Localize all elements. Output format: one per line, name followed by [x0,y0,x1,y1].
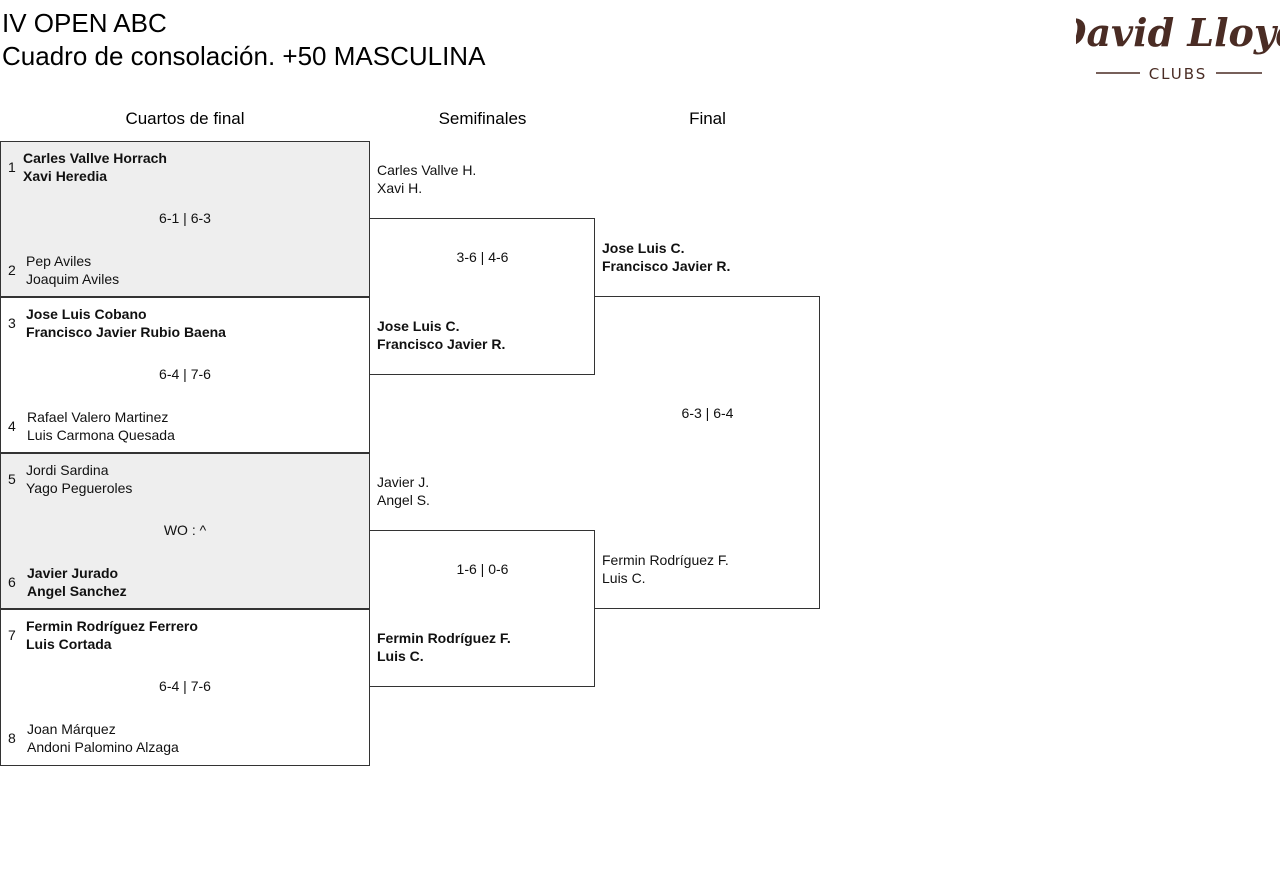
player-name: Francisco Javier Rubio Baena [26,324,226,340]
seed-number: 6 [8,574,16,590]
seed-number: 5 [8,471,16,487]
seed-number: 4 [8,418,16,434]
player-name: Francisco Javier R. [377,336,506,352]
team-top: Javier J. Angel S. [377,473,430,509]
match-score: 6-3 | 6-4 [681,405,734,421]
player-name: Luis Carmona Quesada [27,427,175,443]
match-score: WO : ^ [163,522,207,538]
round-header-quarterfinals: Cuartos de final [125,109,245,128]
player-name: Andoni Palomino Alzaga [27,739,179,755]
match-score: 6-1 | 6-3 [159,210,211,226]
player-name: Fermin Rodríguez Ferrero [26,618,198,634]
match-score: 3-6 | 4-6 [456,249,509,265]
player-name: Francisco Javier R. [602,258,731,274]
player-name: Jose Luis Cobano [26,306,147,322]
match-score: 1-6 | 0-6 [456,561,509,577]
quarterfinal-match [0,141,370,297]
team-bottom: Fermin Rodríguez F. Luis C. [377,629,511,665]
player-name: Yago Pegueroles [26,480,133,496]
svg-text:CLUBS: CLUBS [1149,65,1208,83]
player-name: Luis Cortada [26,636,112,652]
round-header-semifinals: Semifinales [438,109,527,128]
player-name: Javier J. [377,474,430,490]
final-connector [594,296,820,609]
team-bottom: Fermin Rodríguez F. Luis C. [602,551,729,587]
seed-number: 7 [8,627,16,643]
player-name: Carles Vallve H. [377,162,477,178]
player-name: Angel S. [377,492,430,508]
player-name: Jordi Sardina [26,462,109,478]
match-score: 6-4 | 7-6 [159,366,211,382]
team-top: Jose Luis C. Francisco Javier R. [602,239,730,275]
seed-number: 1 [8,159,16,175]
team-bottom: Jose Luis C. Francisco Javier R. [377,317,505,353]
seed-number: 2 [8,262,16,278]
player-name: Javier Jurado [27,565,119,581]
team-top: Carles Vallve H. Xavi H. [377,161,476,197]
player-name: Xavi Heredia [23,168,108,184]
quarterfinal-match [0,297,370,453]
quarterfinal-match [0,453,370,609]
player-name: Luis C. [377,648,424,664]
player-name: Xavi H. [377,180,423,196]
svg-text:David Lloyd: David Lloyd [1076,10,1280,55]
match-score: 6-4 | 7-6 [159,678,211,694]
page-title: IV OPEN ABC [2,8,167,38]
player-name: Jose Luis C. [602,240,685,256]
player-name: Carles Vallve Horrach [23,150,167,166]
quarterfinal-match [0,609,370,766]
david-lloyd-logo: David Lloyd CLUBS [1076,10,1280,83]
player-name: Joan Márquez [27,721,116,737]
page-subtitle: Cuadro de consolación. +50 MASCULINA [2,41,486,71]
player-name: Luis C. [602,570,646,586]
player-name: Pep Aviles [26,253,92,269]
player-name: Joaquim Aviles [26,271,120,287]
player-name: Fermin Rodríguez F. [602,552,729,568]
player-name: Angel Sanchez [27,583,127,599]
player-name: Jose Luis C. [377,318,460,334]
seed-number: 3 [8,315,16,331]
player-name: Rafael Valero Martinez [27,409,169,425]
seed-number: 8 [8,730,16,746]
player-name: Fermin Rodríguez F. [377,630,511,646]
round-header-final: Final [689,109,726,128]
